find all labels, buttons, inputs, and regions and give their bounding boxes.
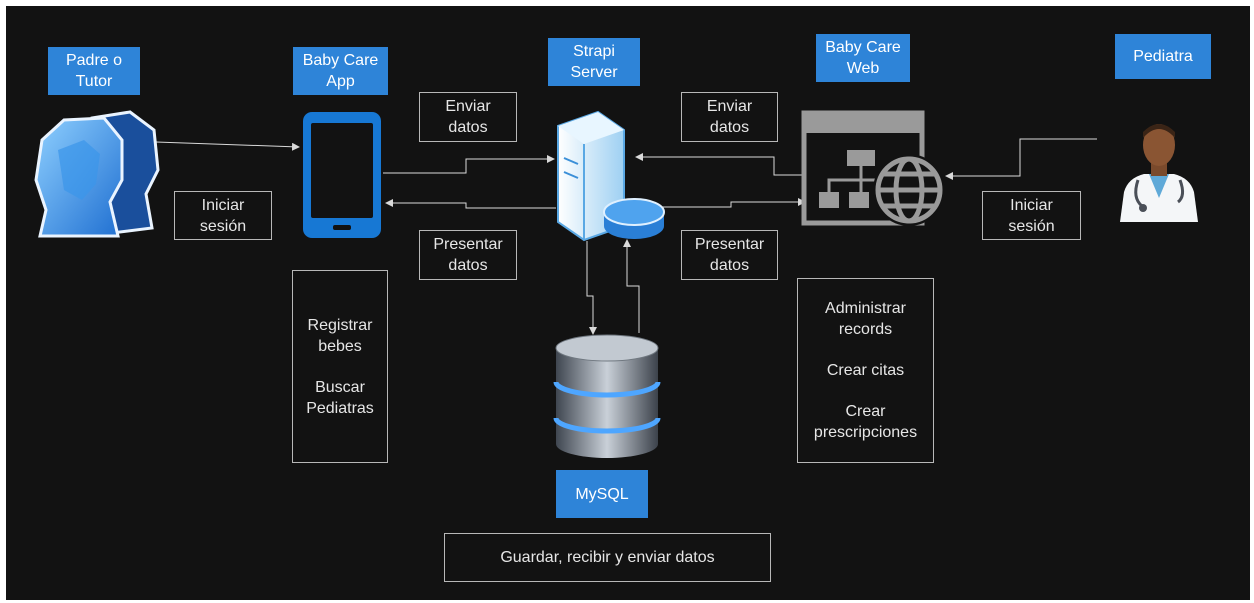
present-box-left: Presentar datos [419,230,517,280]
connector-parent-to-app [155,141,300,151]
app-fn1-line2: bebes [318,337,362,355]
pediatrician-label: Pediatra [1115,34,1211,79]
present-left-line1: Presentar [433,236,503,253]
db-function-text: Guardar, recibir y enviar datos [500,549,715,566]
web-fn1-line2: records [838,321,893,338]
server-label-line2: Server [570,64,618,81]
send-box-right: Enviar datos [681,92,778,142]
server-label: Strapi Server [548,38,640,86]
web-functions-box: Administrar records Crear citas Crear pr… [797,278,934,463]
parent-label-line1: Padre o [65,52,123,69]
web-app-icon [801,110,945,226]
app-label-line1: Baby Care [302,52,379,69]
connector-server-to-app [385,199,556,209]
present-right-line1: Presentar [694,236,765,253]
login-box-right: Iniciar sesión [982,191,1081,240]
send-right-line2: datos [709,119,750,136]
parent-label-line2: Tutor [75,73,113,90]
database-icon [553,334,661,458]
web-fn3-line2: prescripciones [813,424,918,441]
send-left-line1: Enviar [445,98,491,115]
server-icon [557,110,665,242]
mobile-phone-icon [303,112,381,238]
doctor-icon [1120,124,1198,222]
login-box-left: Iniciar sesión [174,191,272,240]
send-right-line1: Enviar [706,98,753,115]
diagram-canvas: Padre o Tutor Iniciar sesión Baby Care A… [6,6,1250,600]
app-label: Baby Care App [293,47,388,95]
connector-web-to-server [635,153,803,176]
database-label: MySQL [556,470,648,518]
connector-db-to-server [623,239,640,333]
web-fn1-line1: Administrar [825,300,906,317]
send-left-line2: datos [448,119,488,136]
present-right-line2: datos [709,257,750,274]
login-left-line2: sesión [199,217,247,235]
app-label-line2: App [326,73,355,90]
connector-server-to-db [586,241,597,335]
login-left-line1: Iniciar [201,196,245,214]
present-left-line2: datos [448,257,488,274]
database-label-line1: MySQL [575,485,629,503]
connector-doctor-to-web [945,138,1097,180]
web-fn3-line1: Crear [845,403,886,420]
app-fn1-line1: Registrar [307,316,373,334]
user-group-icon [34,110,160,238]
connectors [155,138,1097,335]
pediatrician-label-line1: Pediatra [1133,48,1193,65]
connector-server-to-web [661,198,806,208]
login-right-line2: sesión [1008,217,1055,235]
parent-label: Padre o Tutor [48,47,140,95]
app-fn2-line2: Pediatras [306,399,374,417]
server-label-line1: Strapi [573,43,615,60]
connector-app-to-server [383,155,555,174]
db-function-box: Guardar, recibir y enviar datos [444,533,771,582]
send-box-left: Enviar datos [419,92,517,142]
app-fn2-line1: Buscar [315,378,365,396]
web-label-line1: Baby Care [825,39,901,56]
web-fn2-line1: Crear citas [826,362,905,379]
web-label: Baby Care Web [816,34,910,82]
login-right-line1: Iniciar [1010,196,1053,214]
app-functions-box: Registrar bebes Buscar Pediatras [292,270,388,463]
present-box-right: Presentar datos [681,230,778,280]
web-label-line2: Web [846,60,880,77]
